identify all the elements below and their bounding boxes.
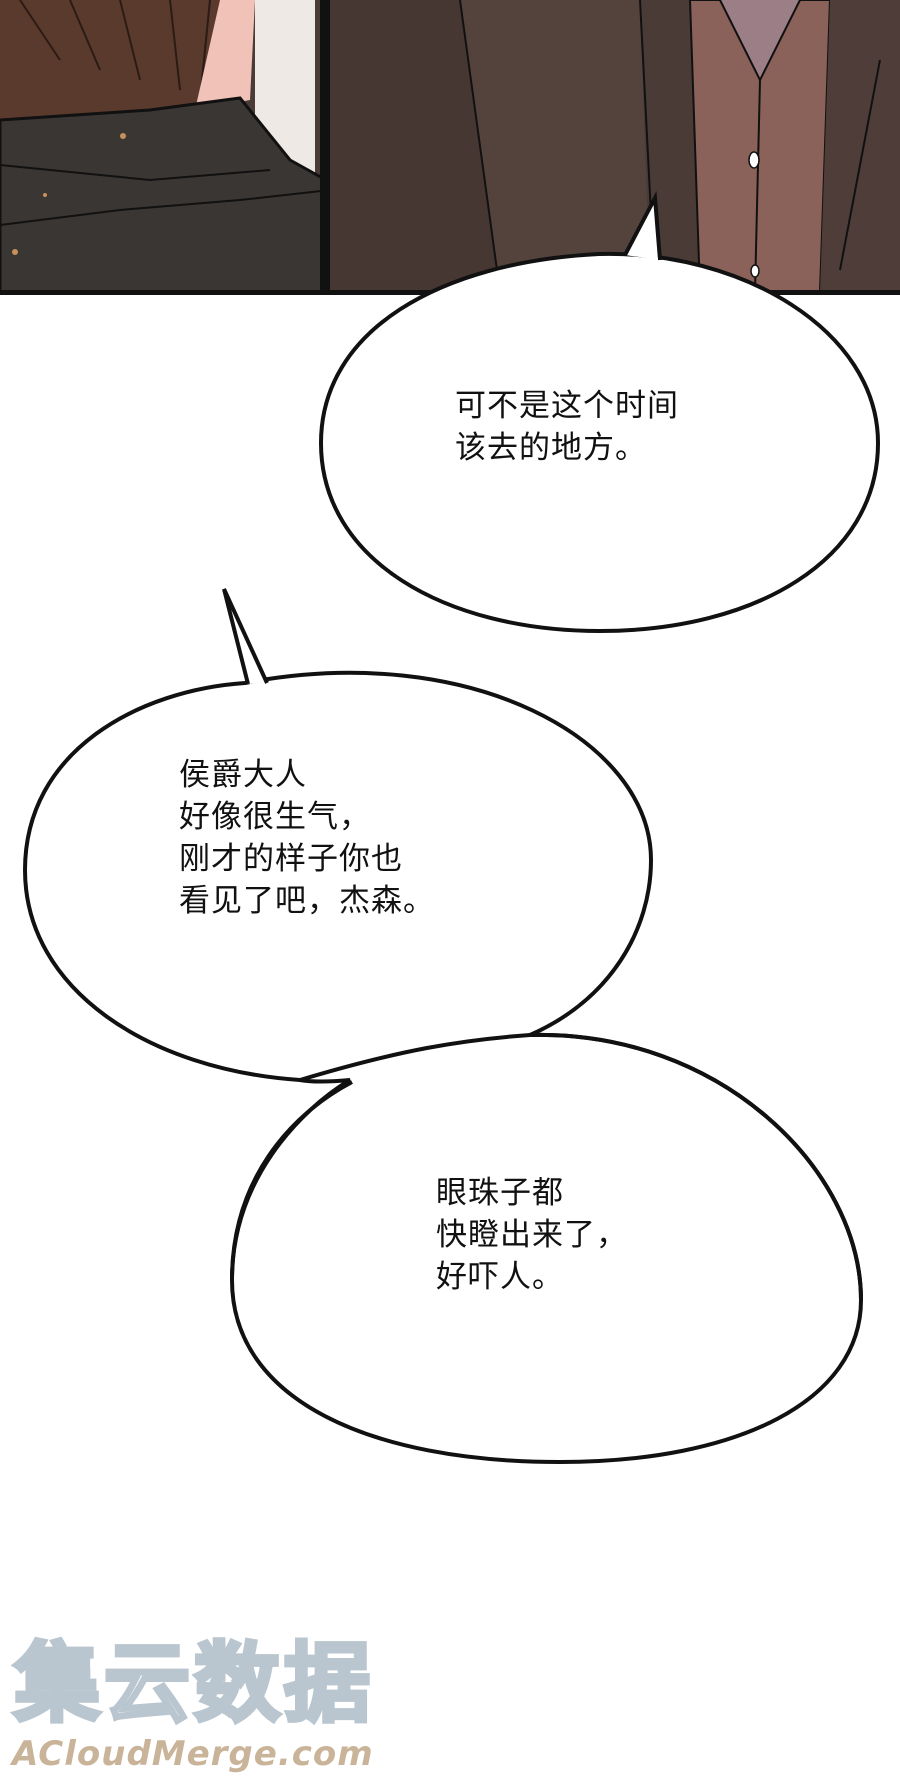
speech-bubble-1: [318, 251, 881, 634]
watermark-english: ACloudMerge.com: [12, 1734, 374, 1774]
watermark-chinese: 集云数据: [12, 1634, 374, 1734]
bubble-3-text: 眼珠子都 快瞪出来了， 好吓人。: [436, 1175, 628, 1295]
panel-artwork: [0, 0, 900, 292]
bubble-2-text: 侯爵大人 好像很生气， 刚才的样子你也 看见了吧，杰森。: [179, 757, 435, 919]
speech-bubble-1-tail: [623, 190, 662, 261]
speech-bubble-2-tail: [222, 588, 269, 685]
comic-panel-illustration: [0, 0, 900, 292]
bubble-1-text: 可不是这个时间 该去的地方。: [455, 388, 679, 466]
